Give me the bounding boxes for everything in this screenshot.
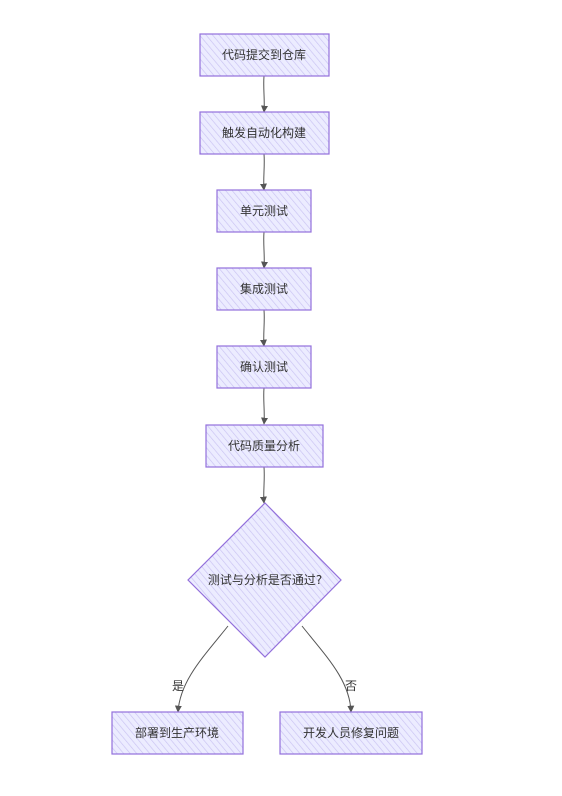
node-decision: 测试与分析是否通过?: [187, 502, 342, 658]
node-quality: 代码质量分析: [205, 424, 324, 468]
node-acceptance-test: 确认测试: [216, 345, 312, 389]
node-deploy-label: 部署到生产环境: [135, 725, 219, 740]
edge-decision-to-fix: [301, 625, 355, 713]
node-fix: 开发人员修复问题: [279, 711, 423, 755]
edge-quality-to-decision: [259, 466, 267, 504]
node-deploy: 部署到生产环境: [111, 711, 244, 755]
node-integration-test-label: 集成测试: [240, 281, 288, 296]
node-build-label: 触发自动化构建: [222, 125, 306, 140]
node-unit-test-label: 单元测试: [240, 203, 288, 218]
edge-commit-to-build: [261, 75, 269, 113]
node-fix-label: 开发人员修复问题: [303, 725, 399, 740]
node-commit: 代码提交到仓库: [199, 33, 330, 77]
edge-integration-test-to-acceptance-test: [259, 309, 267, 347]
node-unit-test: 单元测试: [216, 189, 312, 233]
edge-unit-test-to-integration-test: [261, 231, 269, 269]
edge-decision-to-deploy: [174, 625, 229, 713]
node-acceptance-test-label: 确认测试: [240, 359, 288, 374]
edge-label-no: 否: [345, 679, 357, 693]
node-integration-test: 集成测试: [216, 267, 312, 311]
node-decision-label: 测试与分析是否通过?: [208, 572, 322, 587]
edges: [174, 75, 355, 713]
node-commit-label: 代码提交到仓库: [222, 47, 306, 62]
node-quality-label: 代码质量分析: [228, 439, 300, 453]
edge-build-to-unit-test: [259, 153, 267, 191]
node-build: 触发自动化构建: [199, 111, 330, 155]
edge-label-yes: 是: [172, 679, 184, 693]
edge-acceptance-test-to-quality: [261, 387, 269, 425]
